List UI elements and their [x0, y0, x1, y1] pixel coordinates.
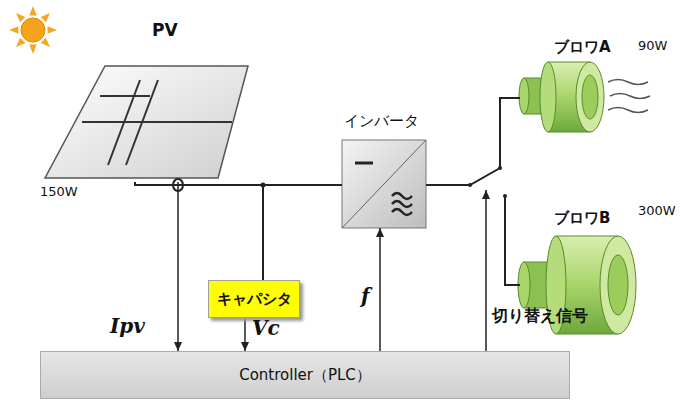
pv-panel-node: PV150W [40, 20, 250, 182]
blower-node: ブロワA 90W [520, 40, 690, 140]
inverter-name: インバータ [344, 112, 419, 131]
controller-name: Controller（PLC） [239, 366, 371, 385]
power-wire [426, 98, 520, 185]
sun-icon [9, 6, 57, 54]
switch-contact [498, 166, 502, 170]
signal-arrow [177, 182, 179, 351]
inverter-box [342, 140, 426, 228]
power-wire [426, 185, 520, 285]
signal-label: Vc [252, 316, 280, 340]
controller-box: Controller（PLC） [40, 351, 570, 399]
power-rating: 300W [638, 203, 676, 218]
switch-contact [503, 194, 507, 198]
power-rating: 150W [40, 184, 78, 199]
capacitor-name: キャパシタ [217, 290, 292, 309]
pv-panel [45, 66, 248, 178]
panel-name: PV [152, 20, 178, 40]
blower-a [519, 62, 650, 132]
switch-signal-arrow [485, 190, 487, 351]
signal-arrow [244, 318, 246, 351]
inverter-node: インバータ [342, 140, 426, 228]
power-wire [263, 185, 342, 280]
blower-name: ブロワA [554, 38, 611, 57]
blower-name: ブロワB [554, 209, 610, 228]
capacitor-box: キャパシタ [208, 280, 300, 318]
signal-name: 切り替え信号 [492, 306, 588, 327]
signal-arrow [379, 228, 381, 351]
signal-label: f [361, 284, 370, 308]
signal-label: Ipv [110, 314, 145, 338]
power-rating: 90W [638, 38, 667, 53]
